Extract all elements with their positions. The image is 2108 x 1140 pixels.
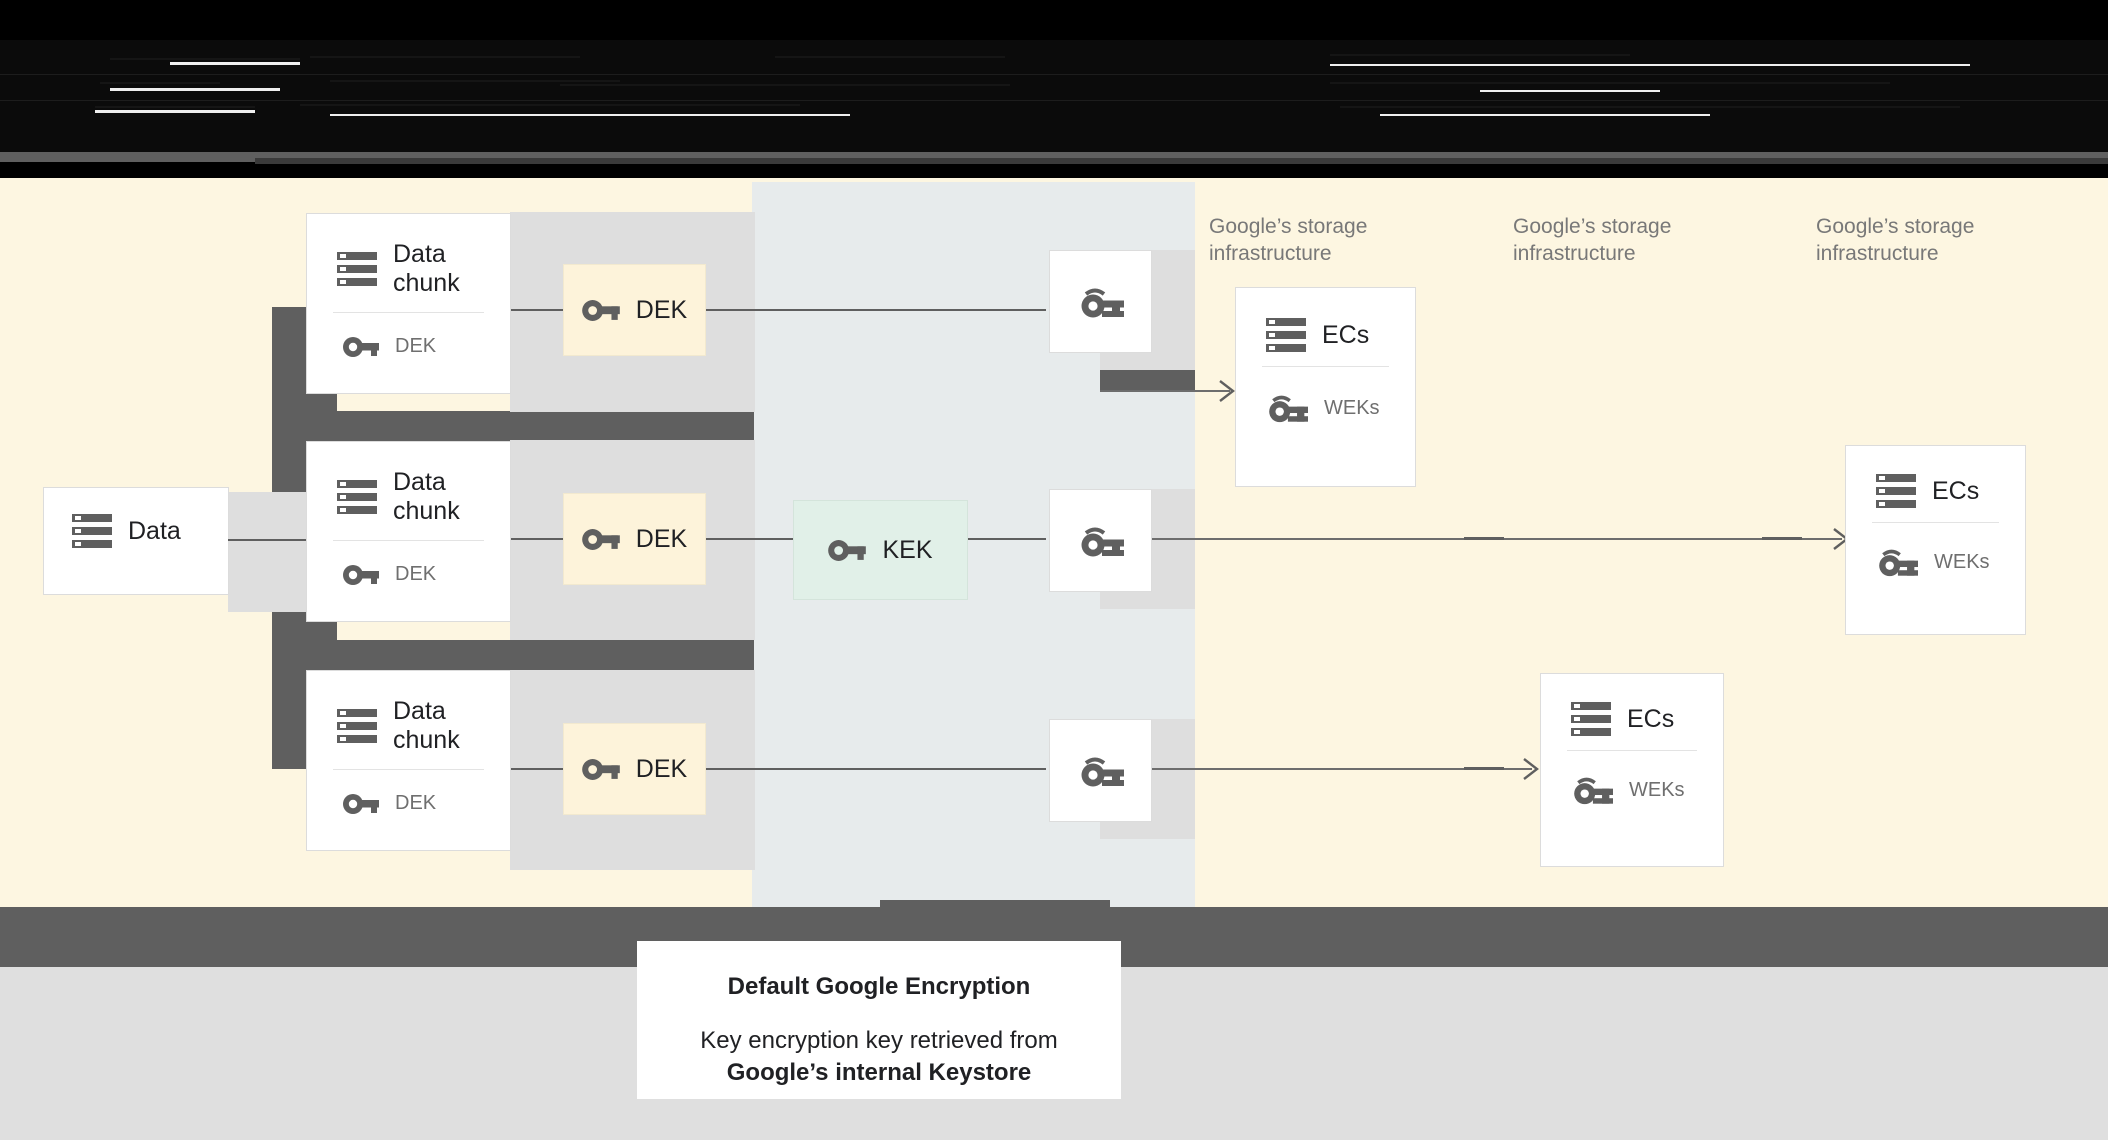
connector-chunk3-dek	[511, 768, 563, 770]
storage-label-1-l2: infrastructure	[1209, 242, 1332, 265]
chunk-card-2-key-label: DEK	[395, 563, 437, 585]
dek-chip-3-label: DEK	[635, 754, 688, 783]
ecs-card-3-title: ECs	[1627, 704, 1675, 733]
ecs-card-1[interactable]: ECs WEKs	[1235, 287, 1416, 487]
chunk-card-3-title-l1: Data	[393, 697, 446, 725]
ecs-card-1-title: ECs	[1322, 320, 1370, 349]
key-icon	[343, 793, 379, 815]
storage-label-1-l1: Google’s storage	[1209, 215, 1368, 238]
top-banner-obscured	[0, 40, 2108, 158]
caption-box: Default Google Encryption Key encryption…	[637, 941, 1121, 1099]
ecs-card-2[interactable]: ECs WEKs	[1845, 445, 2026, 635]
caption-body-line1: Key encryption key retrieved from	[700, 1027, 1058, 1054]
chunk-card-1-title-l1: Data	[393, 240, 446, 268]
chunk-card-2[interactable]: Data chunk DEK	[306, 441, 511, 622]
wrapped-key-icon	[1078, 286, 1124, 318]
server-icon	[1876, 474, 1916, 508]
connector-chunk1-dek	[511, 309, 563, 311]
server-icon	[337, 709, 377, 743]
chunk-card-1-title-l2: chunk	[393, 269, 460, 297]
key-icon	[581, 758, 620, 781]
arrow-line-3-accent	[1464, 767, 1504, 770]
ecs-card-2-divider	[1872, 522, 1999, 523]
storage-label-3-l2: infrastructure	[1816, 242, 1939, 265]
key-icon	[343, 336, 379, 358]
server-icon	[1571, 702, 1611, 736]
server-icon	[337, 480, 377, 514]
chunk-card-2-title-l2: chunk	[393, 497, 460, 525]
caption-heading: Default Google Encryption	[727, 973, 1031, 1000]
top-banner-black	[0, 0, 2108, 40]
storage-label-2: Google’s storage infrastructure	[1513, 213, 1671, 267]
chunk-card-1[interactable]: Data chunk DEK	[306, 213, 511, 394]
data-card-shadow	[228, 492, 306, 612]
storage-label-3: Google’s storage infrastructure	[1816, 213, 1974, 267]
key-icon	[581, 528, 620, 551]
wek-box-3[interactable]	[1049, 719, 1152, 822]
wrapped-key-icon	[1078, 755, 1124, 787]
ecs-card-3-divider	[1567, 750, 1697, 751]
connector-data-to-trunk	[228, 539, 338, 541]
accent-bar-lower	[880, 900, 1110, 910]
key-icon	[343, 564, 379, 586]
chunk-card-3-title-l2: chunk	[393, 726, 460, 754]
arrow-line-3	[1152, 768, 1532, 770]
arrow-head-1	[1219, 380, 1235, 402]
dek-chip-1[interactable]: DEK	[563, 264, 706, 356]
data-card[interactable]: Data	[43, 487, 229, 595]
kek-chip-label: KEK	[882, 535, 933, 564]
dek-chip-2[interactable]: DEK	[563, 493, 706, 585]
chunk-card-2-divider	[333, 540, 484, 541]
banner-bottom-edge	[0, 152, 2108, 162]
arrow-line-1	[1100, 390, 1230, 392]
chunk-card-3-divider	[333, 769, 484, 770]
wrapped-key-icon	[1876, 547, 1918, 577]
ecs-card-3[interactable]: ECs WEKs	[1540, 673, 1724, 867]
connector-dek3-wek	[706, 768, 1046, 770]
chunk-card-1-key-label: DEK	[395, 335, 437, 357]
storage-label-1: Google’s storage infrastructure	[1209, 213, 1367, 267]
dek-chip-2-label: DEK	[635, 524, 688, 553]
caption-body-line2: Google’s internal Keystore	[726, 1059, 1032, 1086]
ecs-card-1-key-label: WEKs	[1324, 396, 1380, 419]
wrapped-key-icon	[1571, 775, 1613, 805]
chunk-card-2-title-l1: Data	[393, 468, 446, 496]
wek-box-2[interactable]	[1049, 489, 1152, 592]
ecs-card-3-key-label: WEKs	[1629, 778, 1685, 801]
storage-label-3-l1: Google’s storage	[1816, 215, 1975, 238]
storage-label-2-l1: Google’s storage	[1513, 215, 1672, 238]
chunk-card-3[interactable]: Data chunk DEK	[306, 670, 511, 851]
server-icon	[72, 514, 112, 548]
chunk-card-1-divider	[333, 312, 484, 313]
arrow-line-2-accent-a	[1464, 537, 1504, 540]
key-icon	[828, 539, 867, 562]
dek-chip-3[interactable]: DEK	[563, 723, 706, 815]
ecs-card-1-divider	[1262, 366, 1389, 367]
kek-chip[interactable]: KEK	[793, 500, 968, 600]
wrapped-key-icon	[1078, 525, 1124, 557]
data-card-title: Data	[128, 516, 181, 545]
connector-chunk2-dek	[511, 538, 563, 540]
storage-label-2-l2: infrastructure	[1513, 242, 1636, 265]
arrow-head-3	[1523, 758, 1539, 780]
connector-dek1-wek	[706, 309, 1046, 311]
server-icon	[337, 252, 377, 286]
wek-box-1[interactable]	[1049, 250, 1152, 353]
server-icon	[1266, 318, 1306, 352]
dek-chip-1-label: DEK	[635, 295, 688, 324]
key-icon	[581, 299, 620, 322]
wrapped-key-icon	[1266, 393, 1308, 423]
ecs-card-2-key-label: WEKs	[1934, 550, 1990, 573]
chunk-card-3-key-label: DEK	[395, 792, 437, 814]
arrow-line-2-accent-b	[1762, 537, 1802, 540]
ecs-card-2-title: ECs	[1932, 476, 1980, 505]
banner-bottom-edge-dark	[255, 158, 2108, 164]
